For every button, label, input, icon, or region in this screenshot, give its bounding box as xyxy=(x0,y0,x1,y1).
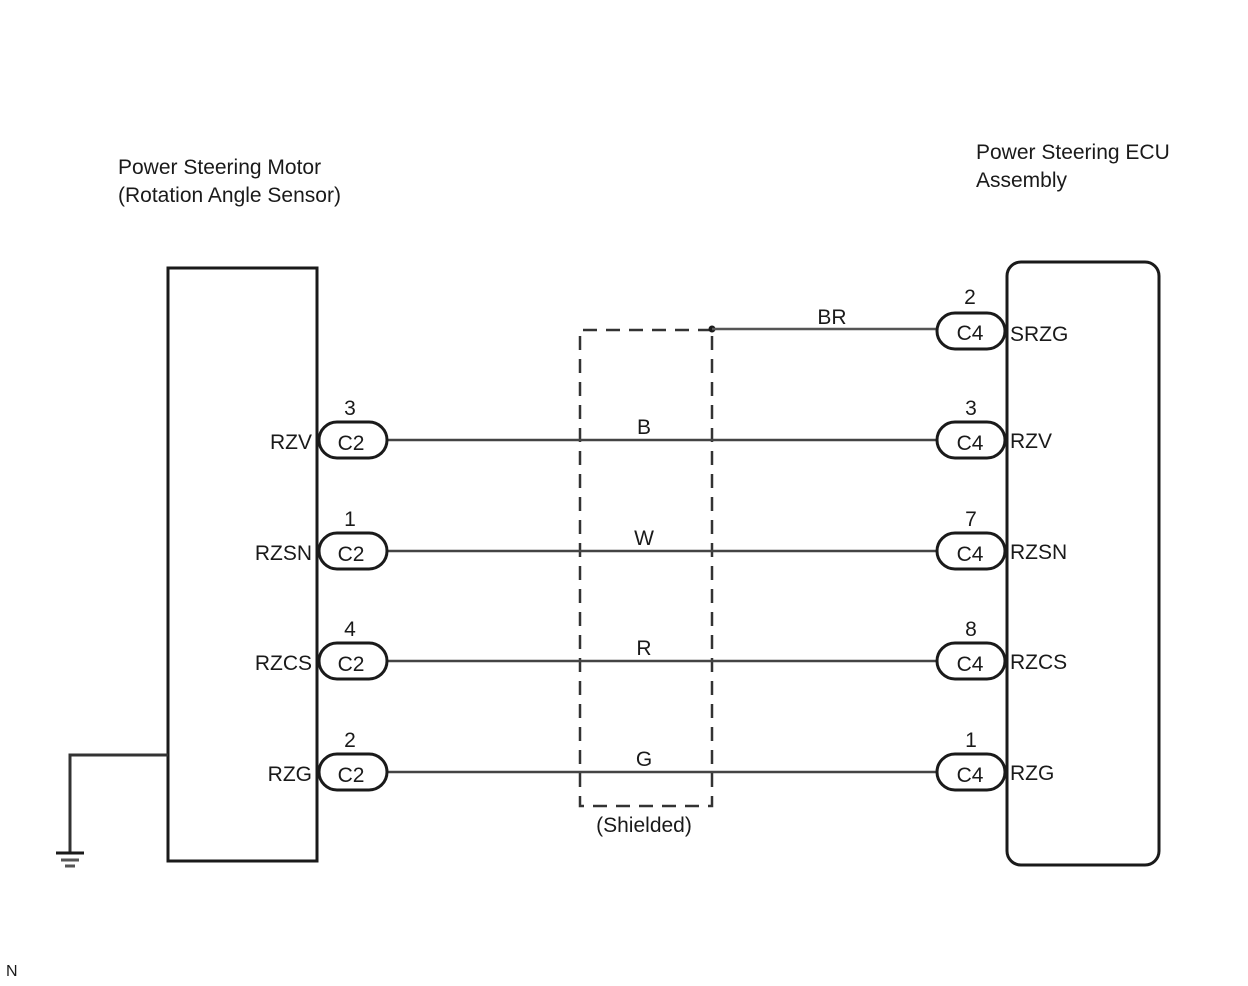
signal-wires: C23RZVBC43RZVC21RZSNWC47RZSNC24RZCSRC48R… xyxy=(255,397,1067,792)
right-component-title-line1: Power Steering ECU xyxy=(976,141,1170,164)
right-pin-number: 3 xyxy=(965,397,977,420)
right-connector xyxy=(935,641,1007,681)
right-terminal-name: RZCS xyxy=(1010,651,1067,674)
left-pin-number: 3 xyxy=(344,397,356,420)
right-component-title: Power Steering ECU Assembly xyxy=(976,139,1170,195)
right-connector-code: C4 xyxy=(957,432,984,455)
right-terminal-name: RZSN xyxy=(1010,541,1067,564)
left-connector xyxy=(317,420,389,460)
right-connector-code: C4 xyxy=(957,543,984,566)
right-connector xyxy=(935,531,1007,571)
left-pin-number: 1 xyxy=(344,508,356,531)
shield-boundary xyxy=(578,328,714,808)
drain-pin-number: 2 xyxy=(964,286,976,309)
drain-connector: C4 2 SRZG xyxy=(935,286,1068,351)
left-component-title-line1: Power Steering Motor xyxy=(118,156,322,179)
left-terminal-name: RZV xyxy=(270,431,312,454)
shield-label: (Shielded) xyxy=(596,814,692,837)
right-pin-number: 7 xyxy=(965,508,977,531)
right-connector-code: C4 xyxy=(957,764,984,787)
left-connector xyxy=(317,531,389,571)
ground-connection xyxy=(56,753,168,868)
ground-icon xyxy=(56,851,84,868)
left-connector xyxy=(317,641,389,681)
drain-connector-code: C4 xyxy=(957,322,984,345)
corner-mark: N xyxy=(6,963,18,980)
right-pin-number: 1 xyxy=(965,729,977,752)
left-terminal-name: RZCS xyxy=(255,652,312,675)
right-pin-number: 8 xyxy=(965,618,977,641)
left-connector-code: C2 xyxy=(338,653,365,676)
wire-color-label: B xyxy=(637,416,651,439)
wire-color-label: R xyxy=(636,637,651,660)
power-steering-motor-box xyxy=(166,266,319,863)
shield-drain-wire-color: BR xyxy=(817,306,846,329)
left-terminal-name: RZSN xyxy=(255,542,312,565)
left-pin-number: 4 xyxy=(344,618,356,641)
left-component-title-line2: (Rotation Angle Sensor) xyxy=(118,184,341,207)
left-connector-code: C2 xyxy=(338,432,365,455)
wire-color-label: W xyxy=(634,527,654,550)
drain-terminal-name: SRZG xyxy=(1010,323,1068,346)
left-connector-code: C2 xyxy=(338,543,365,566)
right-component-title-line2: Assembly xyxy=(976,169,1068,192)
left-pin-number: 2 xyxy=(344,729,356,752)
right-connector-code: C4 xyxy=(957,653,984,676)
left-terminal-name: RZG xyxy=(268,763,312,786)
right-connector xyxy=(935,420,1007,460)
shield: BR (Shielded) xyxy=(578,306,937,837)
power-steering-ecu-box xyxy=(1005,260,1161,867)
right-terminal-name: RZV xyxy=(1010,430,1052,453)
left-connector-code: C2 xyxy=(338,764,365,787)
wire-color-label: G xyxy=(636,748,652,771)
right-terminal-name: RZG xyxy=(1010,762,1054,785)
right-connector xyxy=(935,752,1007,792)
left-connector xyxy=(317,752,389,792)
left-component-title: Power Steering Motor (Rotation Angle Sen… xyxy=(118,154,341,210)
